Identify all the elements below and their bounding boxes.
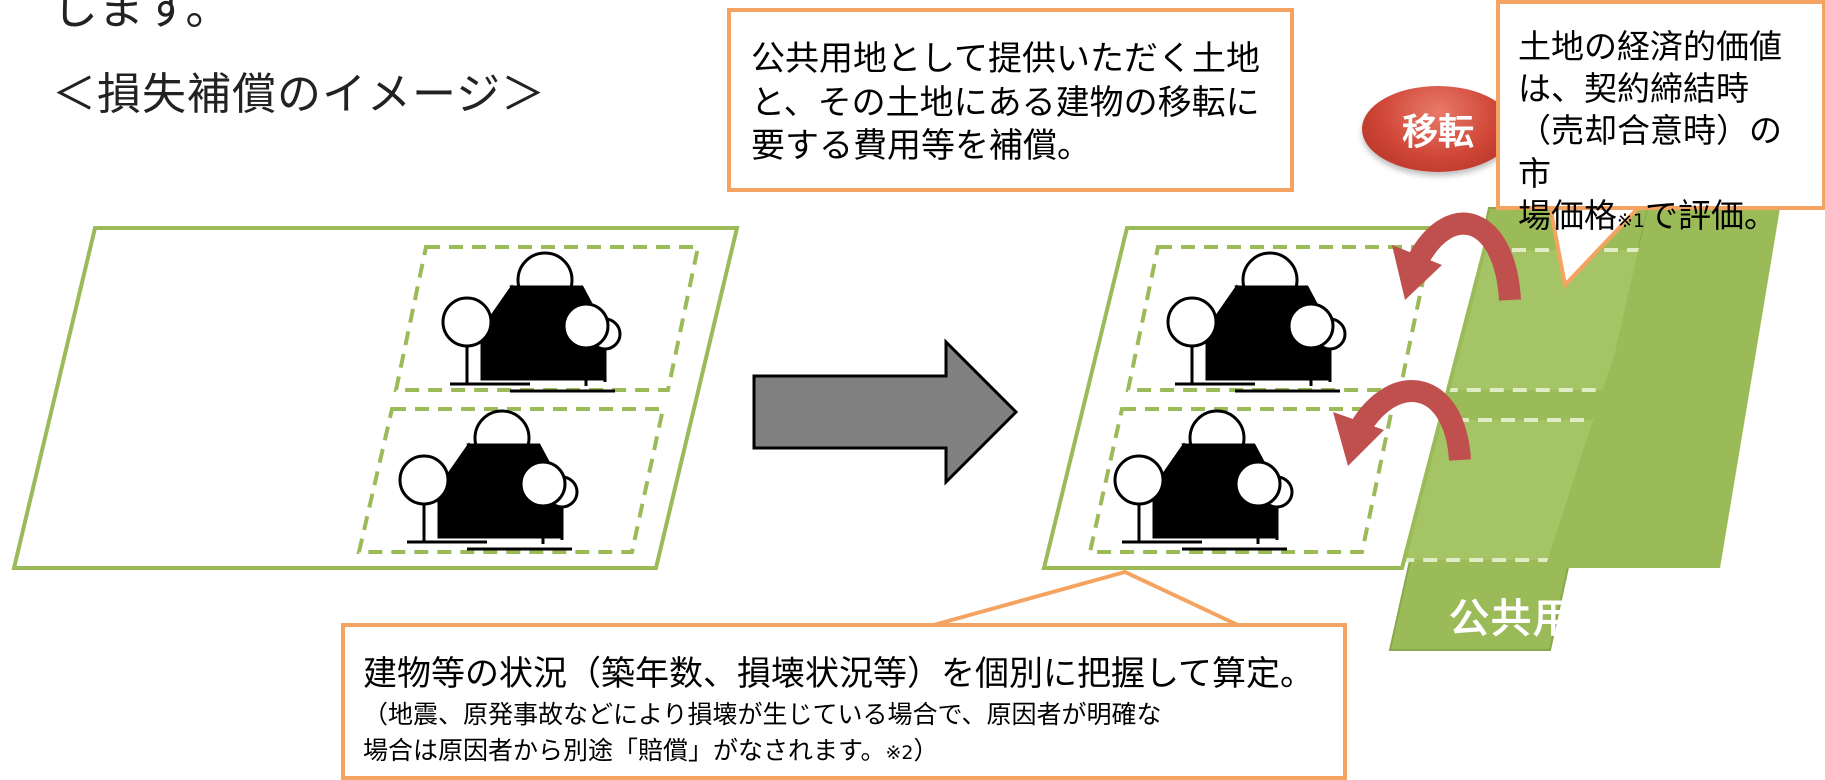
cut-off-text: します。: [52, 0, 232, 35]
curved-move-arrow: [1333, 380, 1471, 466]
right-lot-lower: [1087, 407, 1395, 554]
sub-text: ）: [913, 735, 939, 765]
left-lot-upper: [393, 245, 701, 392]
callout-right-line: 場価格※1で評価。: [1518, 195, 1814, 237]
callout-right-line: （売却合意時）の市: [1518, 111, 1782, 193]
callout-land-value: 土地の経済的価値 は、契約締結時 （売却合意時）の市 場価格※1で評価。: [1496, 0, 1825, 235]
callout-right-line: は、契約締結時: [1518, 69, 1749, 109]
callout-bottom-sub: （地震、原発事故などにより損壊が生じている場合で、原因者が明確な: [363, 699, 1162, 729]
big-right-arrow: [752, 338, 1019, 486]
callout-right-line: 土地の経済的価値: [1518, 27, 1782, 66]
diagram-heading: ＜損失補償のイメージ＞: [52, 69, 547, 120]
sub-text: 場合は原因者から別途「賠償」がなされます。: [363, 735, 886, 765]
public-land-label: 公共用地: [1449, 596, 1617, 642]
move-badge: 移転: [1362, 86, 1514, 172]
line4-text: で評価。: [1645, 195, 1778, 235]
callout-top-line: 公共用地として提供いただく土地: [751, 39, 1260, 79]
callout-compensation: 公共用地として提供いただく土地 と、その土地にある建物の移転に 要する費用等を補…: [727, 8, 1294, 192]
callout-bottom-sub: 場合は原因者から別途「賠償」がなされます。※2）: [363, 733, 1323, 769]
footnote-mark: ※2: [885, 741, 914, 764]
left-land-parcel: [11, 226, 740, 570]
line4-text: 場価格: [1518, 195, 1617, 235]
left-lot-lower: [356, 407, 666, 554]
footnote-mark: ※1: [1617, 209, 1646, 232]
callout-top-line: と、その土地にある建物の移転に: [751, 82, 1260, 123]
curved-move-arrow: [1392, 212, 1521, 301]
callout-bottom-pointer: [929, 569, 1241, 628]
callout-building-assessment: 建物等の状況（築年数、損壊状況等）を個別に把握して算定。 （地震、原発事故などに…: [341, 623, 1347, 780]
callout-bottom-main: 建物等の状況（築年数、損壊状況等）を個別に把握して算定。: [363, 654, 1314, 694]
callout-top-line: 要する費用等を補償。: [751, 126, 1091, 167]
